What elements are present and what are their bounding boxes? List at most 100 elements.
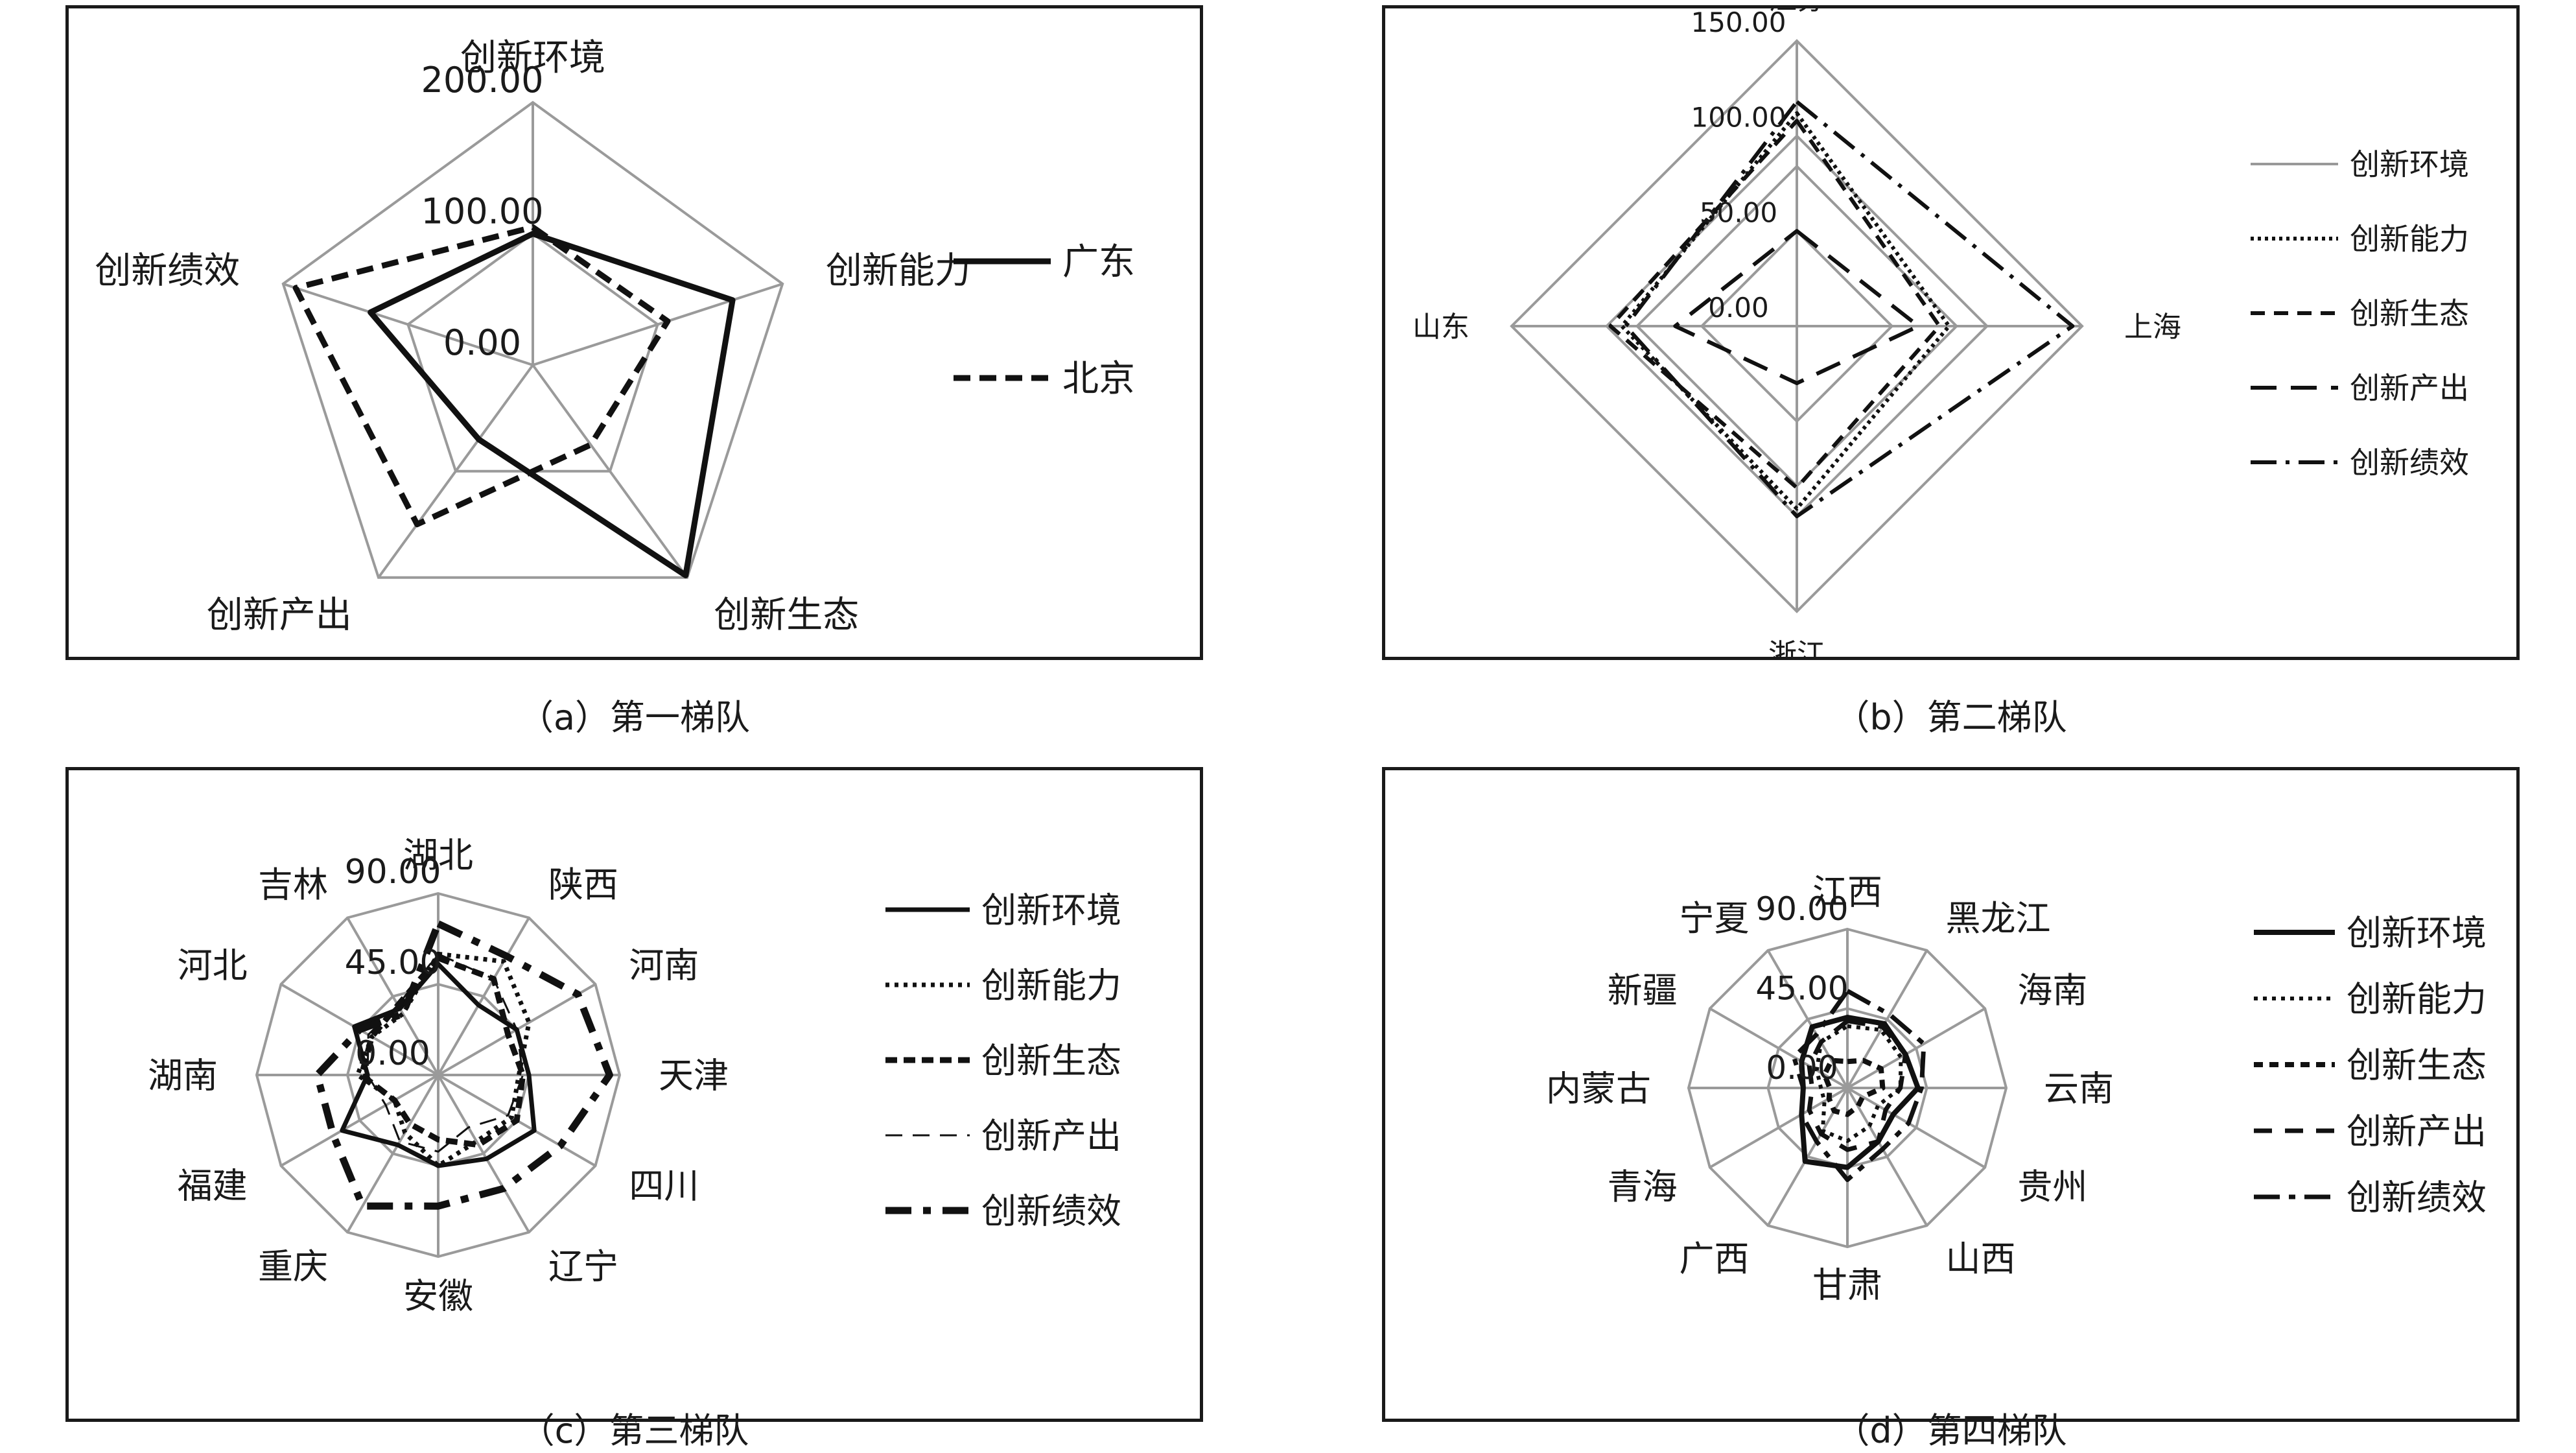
legend-label: 创新绩效 [981,1190,1121,1231]
axis-label: 创新环境 [460,37,605,79]
series-line-5 [313,920,613,1210]
grid-spoke [1846,949,1928,1089]
axis-label: 创新生态 [714,594,859,636]
series-line-4 [1673,229,1921,385]
axis-label: 吉林 [258,864,328,905]
tick-label: 200.00 [421,60,544,100]
axis-label: 上海 [2124,311,2181,344]
caption-tier-2: （b）第二梯队 [1834,697,2067,738]
legend-label: 广东 [1062,241,1135,283]
tick-label: 0.00 [443,322,521,363]
axis-label: 内蒙古 [1546,1068,1651,1109]
axis-label: 湖北 [403,834,473,875]
panel-tier-2: 0.00 50.00 100.00 150.00江苏上海浙江 山东 创新环境创新能力创新生… [1382,5,2520,660]
axis-label: 江苏 [1768,8,1825,16]
grid-spoke [1709,1087,1848,1169]
tick-label: 150.00 [1691,8,1786,38]
grid-spoke [1766,949,1849,1089]
axis-label: 贵州 [2017,1166,2087,1207]
grid-spoke [437,917,530,1076]
axis-label: 黑龙江 [1946,898,2051,939]
legend-label: 创新产出 [2350,371,2469,406]
legend-label: 创新能力 [981,965,1121,1006]
axis-label: 广西 [1680,1238,1750,1279]
axis-label: 宁夏 [1680,898,1750,939]
series-line-5 [1792,988,1926,1183]
tick-label: 90.00 [1755,890,1848,928]
radar-chart-tier-2: 0.00 50.00 100.00 150.00江苏上海浙江 山东 创新环境创新能力创新生… [1412,8,2469,657]
axis-label: 天津 [659,1055,729,1096]
tick-label: 45.00 [345,943,441,982]
axis-label: 云南 [2044,1068,2114,1109]
axis-label: 浙江 [1768,638,1825,657]
axis-label: 创新能力 [826,250,971,292]
grid-spoke [346,917,439,1076]
axis-label: 青海 [1608,1166,1678,1207]
grid-spoke [1846,1087,1928,1227]
caption-tier-1: （a）第一梯队 [518,697,751,738]
axis-label: 创新产出 [207,594,352,636]
radar-chart-tier-4: 0.0045.0090.00江西黑龙江海南云南贵州山西甘肃广西青海内蒙古新疆宁夏… [1546,871,2487,1305]
series-line-3 [1821,1057,1886,1117]
series-line-2 [292,224,671,528]
tick-label: 0.00 [355,1034,430,1073]
series-line-2 [355,951,532,1168]
legend-label: 创新环境 [2350,147,2469,182]
legend-label: 创新生态 [981,1040,1121,1081]
legend-label: 创新绩效 [2350,445,2469,480]
axis-label: 陕西 [548,864,618,905]
caption-tier-4: （d）第四梯队 [1834,1410,2067,1451]
caption-tier-3: （c）第三梯队 [519,1410,749,1451]
axis-label: 河南 [629,945,699,986]
grid-spoke [1846,1087,1986,1169]
grid-spoke [1709,1007,1848,1089]
axis-label: 新疆 [1608,970,1678,1011]
axis-label: 辽宁 [548,1246,618,1287]
legend-label: 创新产出 [2347,1111,2487,1152]
series-line-5 [1624,99,2075,519]
axis-label: 安徽 [403,1275,473,1316]
axis-label: 创新绩效 [95,250,240,292]
tick-label: 100.00 [421,191,544,232]
series-line-1 [368,231,736,578]
legend-label: 创新生态 [2350,296,2469,331]
series-line-2 [1814,1024,1903,1143]
legend-label: 创新产出 [981,1115,1121,1156]
legend-label: 创新环境 [981,890,1121,930]
series-line-3 [1608,119,1941,490]
radar-chart-tier-3: 0.0045.0090.00湖北陕西河南天津四川辽宁安徽重庆福建湖南河北吉林创新… [148,834,1121,1316]
grid-spoke [280,1074,439,1167]
tick-label: 90.00 [345,853,441,892]
legend-label: 创新环境 [2347,912,2487,953]
axis-label: 河北 [178,945,248,986]
tick-label: 100.00 [1691,102,1786,134]
axis-label: 重庆 [258,1246,328,1287]
grid-spoke [346,1074,439,1233]
tick-label: 0.00 [1708,292,1769,324]
grid-spoke [283,282,533,366]
series-line-4 [1807,1019,1908,1152]
tick-label: 0.00 [1766,1049,1838,1087]
grid-ring [281,100,784,579]
series-line-3 [358,955,526,1148]
axis-label: 四川 [629,1165,699,1206]
axis-label: 山东 [1412,311,1469,344]
legend-label: 创新能力 [2350,222,2469,257]
axis-label: 山西 [1946,1238,2016,1279]
axis-label: 福建 [178,1165,248,1206]
grid-spoke [1846,1007,1986,1089]
series-line-2 [1620,111,1951,511]
tick-label: 45.00 [1755,970,1848,1008]
legend-label: 创新绩效 [2347,1177,2487,1218]
grid-spoke [437,1074,530,1233]
legend-label: 创新能力 [2347,978,2487,1019]
grid-spoke [532,364,688,578]
axis-label: 海南 [2017,970,2087,1011]
axis-label: 江西 [1812,871,1882,912]
tick-label: 50.00 [1700,196,1777,228]
legend-label: 北京 [1062,358,1135,400]
